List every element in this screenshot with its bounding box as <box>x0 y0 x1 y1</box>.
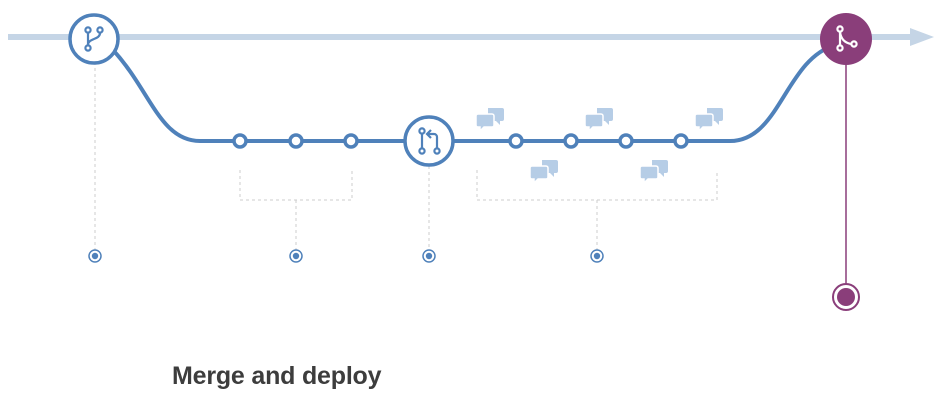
comment-bubbles-icon <box>639 159 669 184</box>
feature-branch-line <box>111 43 837 143</box>
main-branch-line <box>8 28 934 46</box>
branch-icon <box>84 26 104 52</box>
step-markers <box>88 249 604 263</box>
pull-request-icon <box>418 127 441 155</box>
commit-dot <box>673 133 689 149</box>
guide-lines <box>94 62 718 250</box>
commit-dot <box>563 133 579 149</box>
deploy-marker <box>832 283 860 311</box>
merge-node <box>820 13 872 65</box>
step-marker-dot <box>289 249 303 263</box>
step-marker-dot <box>88 249 102 263</box>
commits <box>232 133 689 149</box>
step-marker-dot <box>422 249 436 263</box>
comment-bubbles-icon <box>584 107 614 132</box>
commit-dot <box>508 133 524 149</box>
pull-request-node <box>403 115 455 167</box>
comment-bubbles-icon <box>529 159 559 184</box>
merge-icon <box>836 25 858 52</box>
commit-dot <box>618 133 634 149</box>
step-caption: Merge and deploy <box>172 362 382 390</box>
commit-dot <box>232 133 248 149</box>
comment-bubbles-icon <box>475 107 505 132</box>
comment-bubbles-icon <box>694 107 724 132</box>
step-marker-dot <box>590 249 604 263</box>
branch-node <box>68 13 120 65</box>
commit-dot <box>343 133 359 149</box>
commit-dot <box>288 133 304 149</box>
